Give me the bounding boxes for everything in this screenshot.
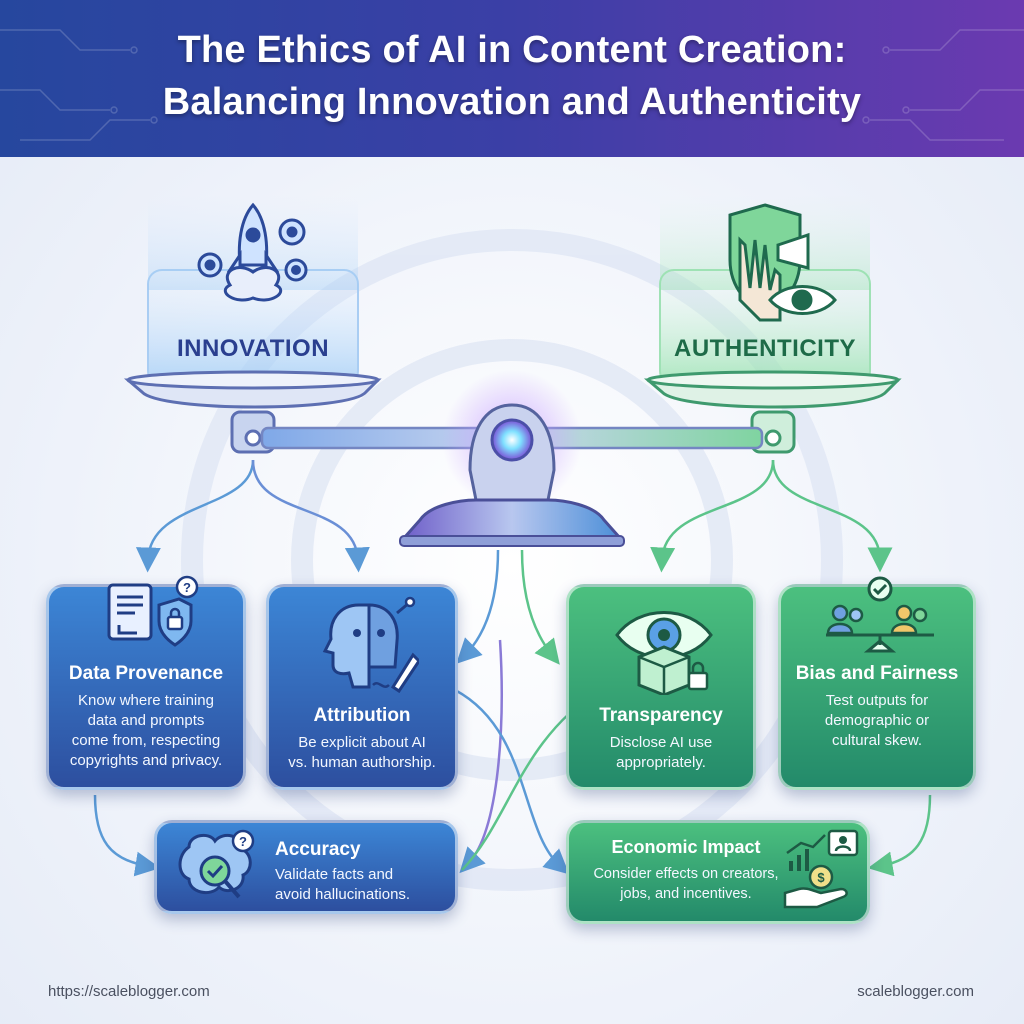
card-text-line: cultural skew. [831,732,923,749]
footer-url-right[interactable]: scaleblogger.com [857,983,974,1000]
card-text-line: appropriately. [616,754,706,771]
card-text-line: avoid hallucinations. [275,886,411,903]
svg-text:?: ? [239,834,247,849]
card-title: Transparency [599,705,723,726]
footer-url-left[interactable]: https://scaleblogger.com [48,983,210,1000]
card-transparency: Transparency Disclose AI use appropriate… [566,584,756,790]
svg-text:?: ? [183,580,191,595]
shield-hand-eye-icon [728,203,837,322]
right-pan [643,370,902,454]
card-economic-impact: Economic Impact Consider effects on crea… [566,820,870,924]
eye-box-lock-icon [615,611,713,695]
rocket-gears-icon [197,202,308,302]
circuit-pattern [0,29,1024,141]
card-text-line: Consider effects on creators, [593,866,779,882]
background-rings [181,229,843,891]
svg-text:$: $ [817,870,825,885]
title-line-2: Balancing Innovation and Authenticity [162,81,862,123]
human-robot-face-icon [322,596,419,694]
title-line-1: The Ethics of AI in Content Creation: [177,29,847,71]
card-text-line: demographic or [824,712,930,729]
card-text-line: come from, respecting [71,732,221,749]
innovation-label: INNOVATION [176,335,330,362]
card-bias-fairness: Bias and Fairness Test outputs for demog… [778,576,976,790]
left-pan [123,370,382,454]
card-text-line: jobs, and incentives. [620,886,752,902]
hand-dollar-chart-icon: $ [783,829,859,909]
card-text-line: vs. human authorship. [288,754,436,771]
card-title: Accuracy [275,839,361,860]
card-title: Bias and Fairness [795,663,959,684]
document-shield-lock-icon: ? [107,575,199,647]
brain-check-icon: ? [178,829,255,899]
card-text-line: Know where training [78,692,214,709]
card-title: Economic Impact [611,837,761,857]
card-title: Data Provenance [68,663,224,684]
card-text-line: Test outputs for [825,692,929,709]
page-title: The Ethics of AI in Content Creation: Ba… [0,24,1024,128]
card-text-line: Validate facts and [275,866,394,883]
authenticity-label: AUTHENTICITY [674,335,856,362]
card-text-line: data and prompts [87,712,205,729]
pivot-orb [490,418,534,462]
card-attribution: Attribution Be explicit about AI vs. hum… [266,584,458,790]
scale-base [400,498,624,540]
card-text-line: copyrights and privacy. [69,752,223,769]
card-data-provenance: ? Data Provenance Know where training da… [46,575,246,790]
header-banner: The Ethics of AI in Content Creation: Ba… [0,0,1024,157]
card-accuracy: ? Accuracy Validate facts and avoid hall… [154,820,458,914]
card-title: Attribution [313,705,411,726]
people-scale-icon [826,576,934,653]
card-text-line: Be explicit about AI [298,734,426,751]
card-text-line: Disclose AI use [609,734,713,751]
